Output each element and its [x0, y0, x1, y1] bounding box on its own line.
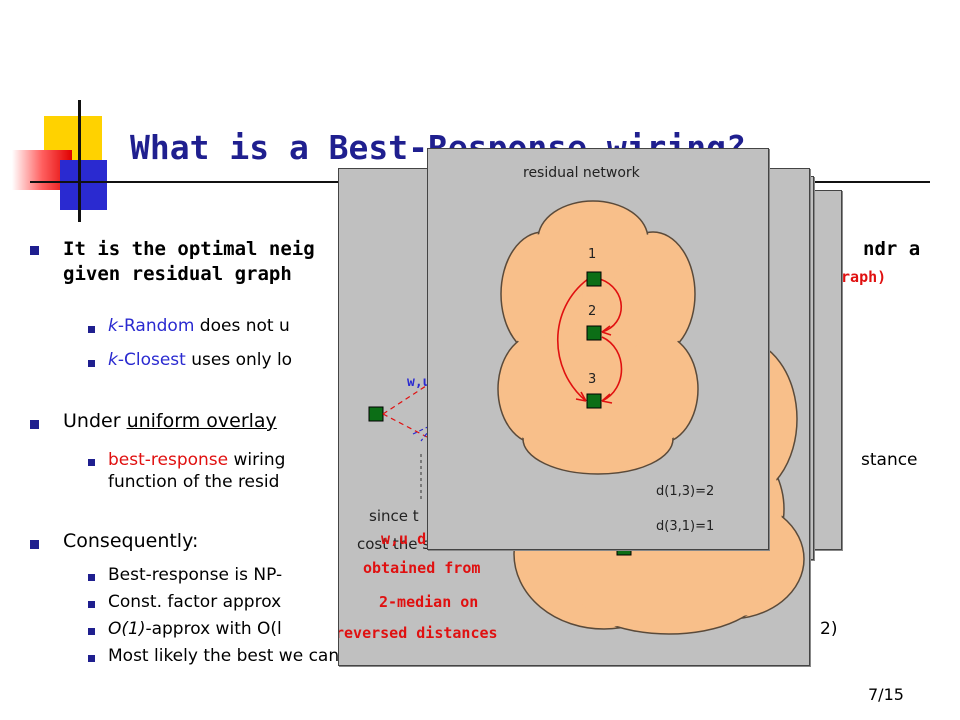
sub-bullet-marker	[88, 601, 95, 608]
o1-text: -approx with O(l	[145, 619, 282, 639]
node-label-1: 1	[588, 247, 597, 262]
bullet-3: Consequently:	[63, 530, 199, 552]
bullet-marker	[30, 420, 39, 429]
distance-1-3: d(1,3)=2	[656, 484, 715, 499]
sub-bullet-k-closest: k-Closest uses only lo	[108, 350, 292, 370]
k-symbol: k	[108, 316, 118, 336]
decor-blue-block	[60, 160, 107, 210]
sub-bullet-o1-end: 2)	[820, 619, 838, 639]
k-closest-keyword: -Closest	[117, 350, 186, 370]
node-2	[586, 325, 602, 341]
distance-3-1: d(3,1)=1	[656, 519, 715, 534]
bullet-2-underline: uniform overlay	[126, 410, 277, 432]
edge-1-to-3	[557, 278, 589, 402]
sub-bullet-best-response-end: stance	[861, 450, 918, 470]
sub-bullet-np: Best-response is NP-	[108, 565, 283, 585]
bullet-marker	[30, 540, 39, 549]
bullet-1-line1-end: ndr a	[863, 238, 921, 260]
arrowhead-2	[601, 325, 612, 336]
bullet-1-line1: It is the optimal neig	[63, 238, 315, 260]
k-symbol: k	[108, 350, 118, 370]
best-response-keyword: best-response	[108, 450, 229, 470]
page-number: 7/15	[868, 685, 904, 704]
median-label: 2-median on	[379, 593, 479, 611]
wu-label: w,u d	[381, 530, 427, 548]
arrowhead-3b	[601, 393, 613, 404]
sub-bullet-marker	[88, 326, 95, 333]
sub-bullet-marker	[88, 459, 95, 466]
node-label-2: 2	[588, 304, 597, 319]
sub-bullet-marker	[88, 360, 95, 367]
since-text: since t	[369, 507, 419, 525]
edge-1-to-2	[599, 278, 623, 333]
residual-cloud-fill	[500, 203, 696, 472]
overlay-panel-front: residual network 1 2 3	[427, 148, 769, 550]
sub-bullet-marker	[88, 574, 95, 581]
bullet-2-text: Under	[63, 410, 127, 432]
k-closest-text: uses only lo	[185, 350, 293, 370]
arrowhead-3	[575, 391, 587, 402]
node-1	[586, 271, 602, 287]
k-random-keyword: -Random	[117, 316, 195, 336]
reversed-distances-label: reversed distances	[338, 624, 498, 642]
sub-bullet-o1: O(1)-approx with O(l	[108, 619, 282, 639]
sub-bullet-const-factor: Const. factor approx	[108, 592, 282, 612]
dashed-edges	[382, 383, 430, 438]
edge-2-to-3	[601, 336, 623, 402]
sub-bullet-k-random: k-Random does not u	[108, 316, 290, 336]
decor-vertical-line	[78, 100, 81, 222]
bullet-marker	[30, 246, 39, 255]
residual-network-title: residual network	[523, 165, 640, 181]
node-label-3: 3	[588, 372, 597, 387]
bullet-1-line2: given residual graph	[63, 263, 292, 285]
obtained-from-label: obtained from	[363, 559, 481, 577]
sub-bullet-best-response-line2: function of the resid	[108, 472, 280, 492]
sub-bullet-marker	[88, 655, 95, 662]
k-random-text: does not u	[194, 316, 290, 336]
sub-bullet-marker	[88, 628, 95, 635]
residual-network-graphic	[497, 200, 699, 475]
best-response-text: wiring	[228, 450, 286, 470]
node-3	[586, 393, 602, 409]
node-w	[368, 406, 384, 422]
left-label: w,u	[407, 375, 431, 390]
o1-keyword: O(1)	[108, 619, 146, 639]
bullet-1-line2-end: graph)	[832, 268, 887, 286]
bullet-2: Under uniform overlay	[63, 410, 277, 432]
sub-bullet-best-response: best-response wiring	[108, 450, 285, 470]
